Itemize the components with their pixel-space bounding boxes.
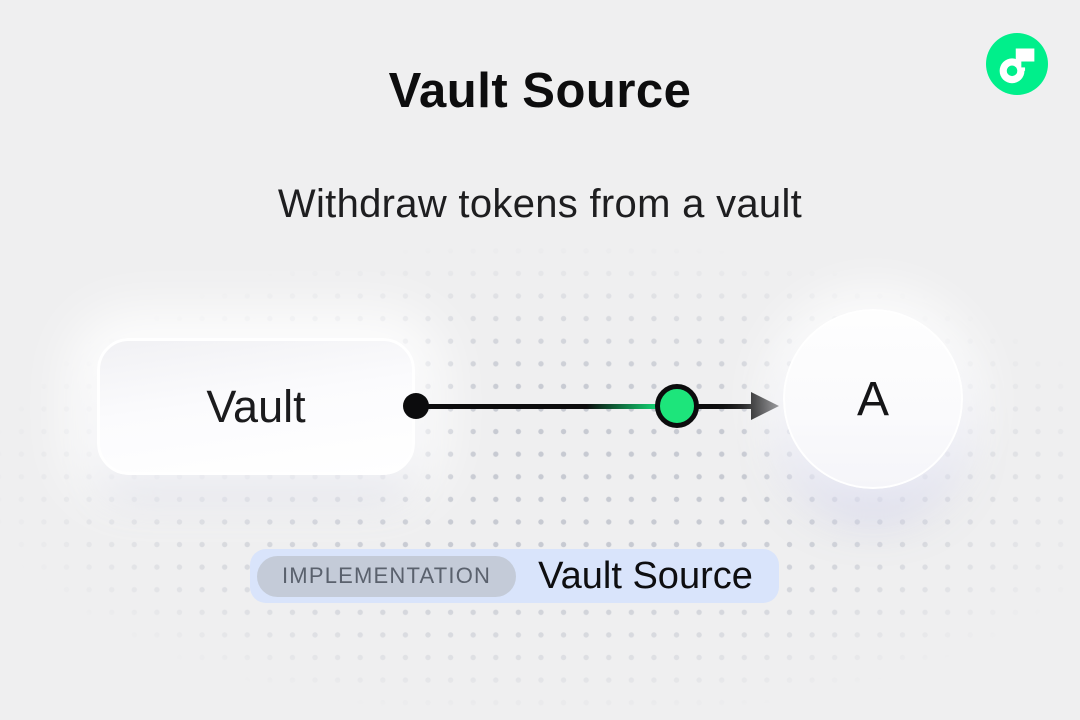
edge-event-dot — [655, 384, 699, 428]
vault-node-label: Vault — [206, 380, 306, 432]
implementation-tag: IMPLEMENTATION — [257, 555, 517, 597]
target-node-label: A — [856, 372, 889, 426]
edge-line — [416, 404, 757, 409]
implementation-label: Vault Source — [538, 554, 753, 597]
implementation-badge: IMPLEMENTATION Vault Source — [250, 549, 779, 603]
target-node: A — [783, 309, 963, 489]
page-subtitle: Withdraw tokens from a vault — [277, 182, 803, 226]
page-title: Vault Source — [388, 64, 692, 118]
edge-arrowhead-icon — [751, 392, 779, 420]
flow-logo-icon — [986, 33, 1048, 95]
vault-node: Vault — [97, 338, 415, 475]
